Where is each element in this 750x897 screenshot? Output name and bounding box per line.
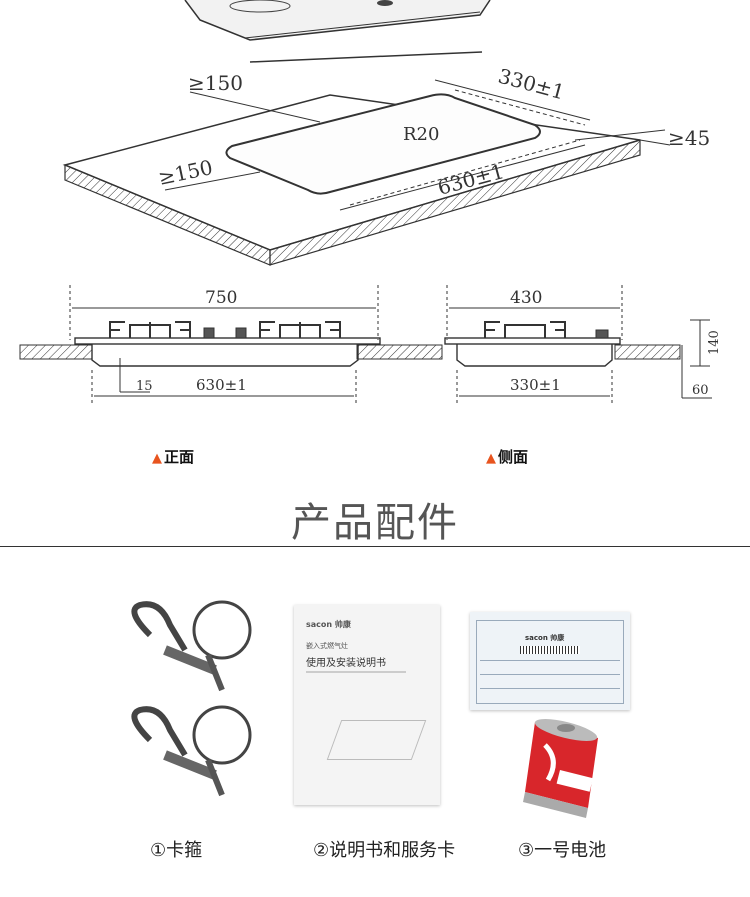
battery-icon <box>523 719 598 818</box>
top-dimensions <box>164 79 671 211</box>
dim-back-clearance: ≥150 <box>188 71 243 95</box>
front-view <box>19 285 443 405</box>
front-overall-width: 750 <box>205 288 237 308</box>
front-inset: 15 <box>136 379 153 394</box>
caption-clamp: ①卡箍 <box>150 840 203 861</box>
triangle-icon: ▲ <box>152 451 162 466</box>
manual-title: 使用及安装说明书 <box>306 658 386 669</box>
side-height: 140 <box>707 330 722 355</box>
section-divider <box>0 546 750 547</box>
side-view-label: ▲侧面 <box>486 448 529 466</box>
manual-brand: sacon 帅康 <box>306 620 351 629</box>
dim-corner-radius: R20 <box>403 124 439 145</box>
dim-side-clearance: ≥45 <box>668 126 710 150</box>
countertop <box>62 93 641 266</box>
hob-top-outline <box>184 0 491 63</box>
card-frame <box>476 620 624 704</box>
installation-diagram: ≥150 ≥150 330±1 R20 630±1 ≥45 750 15 630… <box>19 0 722 405</box>
front-cutout-width: 630±1 <box>196 376 247 394</box>
section-title: 产品配件 <box>291 500 459 546</box>
manual-subtitle: 嵌入式燃气灶 <box>306 642 348 650</box>
side-overall-depth: 430 <box>510 288 542 308</box>
hob-sketch <box>326 720 427 760</box>
triangle-icon: ▲ <box>486 451 496 466</box>
barcode-icon <box>520 646 580 654</box>
side-cutout-depth: 330±1 <box>510 376 561 394</box>
service-card: sacon 帅康 <box>470 612 630 710</box>
caption-battery: ③一号电池 <box>518 840 607 861</box>
manual-text-line <box>306 671 406 673</box>
instruction-manual: sacon 帅康 嵌入式燃气灶 使用及安装说明书 <box>294 605 440 805</box>
hose-clamp-icon <box>131 600 252 692</box>
hose-clamp-icon <box>131 705 252 797</box>
side-below: 60 <box>692 383 709 398</box>
side-view <box>444 285 712 405</box>
caption-manual: ②说明书和服务卡 <box>313 840 456 861</box>
front-view-label: ▲正面 <box>152 448 195 466</box>
card-brand: sacon 帅康 <box>525 634 565 642</box>
